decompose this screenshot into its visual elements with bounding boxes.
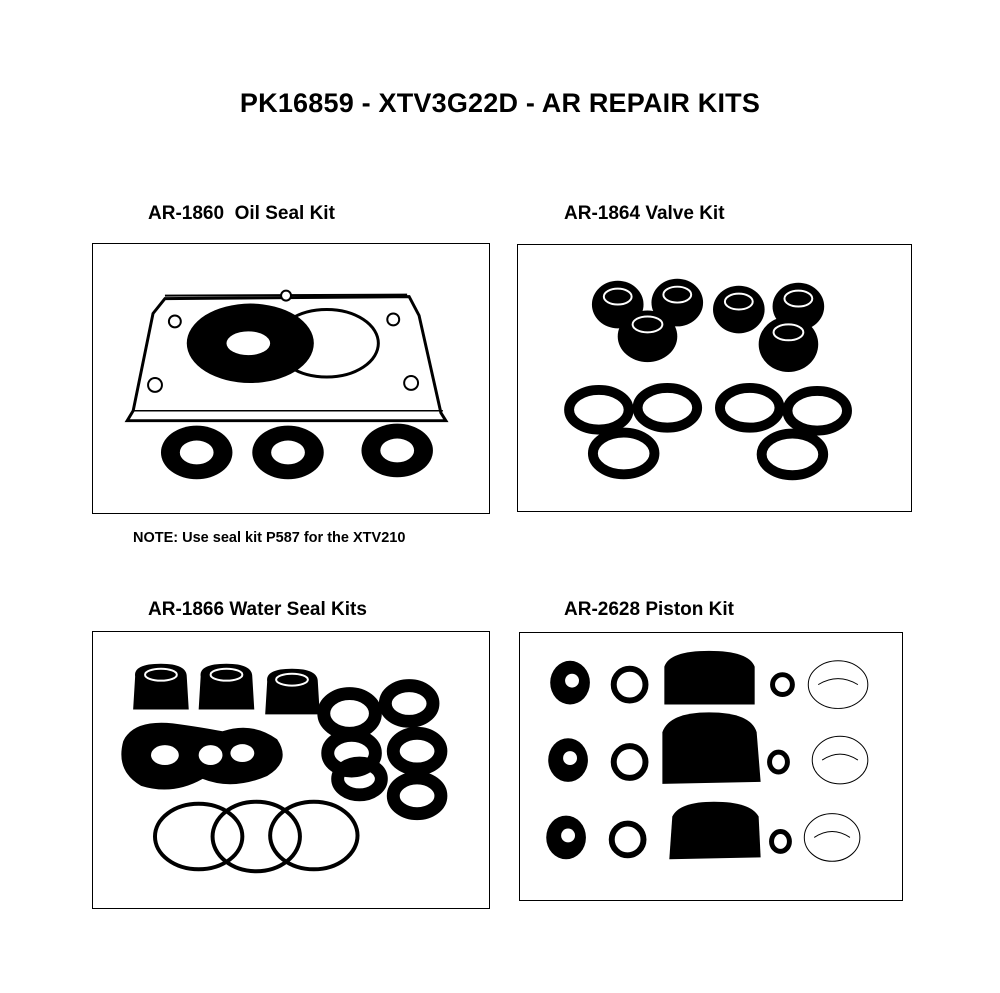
kit-title-water-seal: AR-1866 Water Seal Kits [148,599,367,620]
piston-kit-panel [519,632,903,901]
piston-kit-image [546,650,869,862]
valve-kit-panel [517,244,912,512]
oil-seal-kit-image [124,289,449,480]
kit-title-piston: AR-2628 Piston Kit [564,599,734,620]
kit-title-oil-seal: AR-1860 Oil Seal Kit [148,203,335,224]
water-seal-kit-panel [92,631,490,909]
oil-seal-kit-panel [92,243,490,514]
page-title: PK16859 - XTV3G22D - AR REPAIR KITS [239,88,761,118]
water-seal-kit-image [121,663,448,874]
note-text: NOTE: Use seal kit P587 for the XTV210 [133,530,406,546]
kit-title-valve: AR-1864 Valve Kit [564,203,725,224]
valve-kit-image [564,278,852,481]
